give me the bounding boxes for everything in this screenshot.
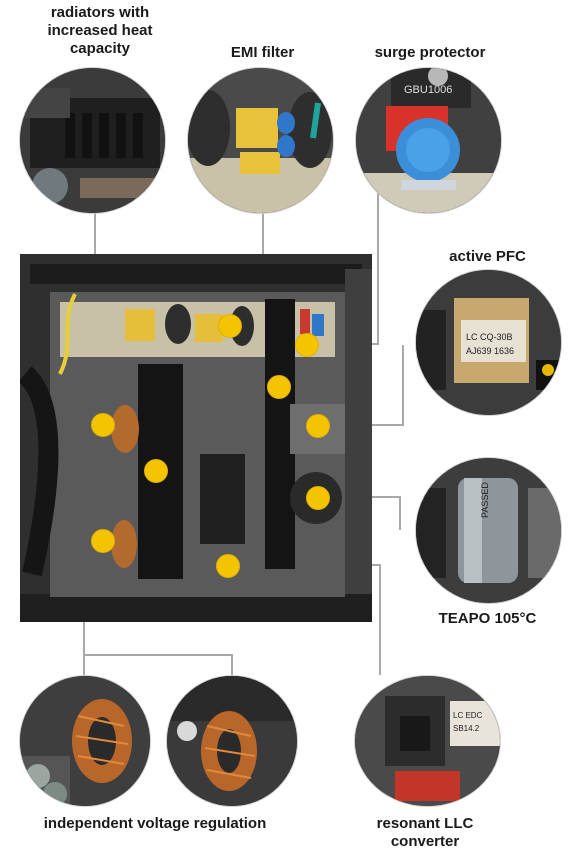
label-emi-filter: EMI filter xyxy=(230,44,295,61)
svg-text:LC CQ-30B: LC CQ-30B xyxy=(466,332,513,342)
marker-emi xyxy=(218,314,242,338)
photo-voltage-regulation-1 xyxy=(20,676,150,806)
marker-radiators xyxy=(267,375,291,399)
photo-radiators xyxy=(20,68,165,213)
label-surge-protector: surge protector xyxy=(374,44,486,61)
marker-llc xyxy=(216,554,240,578)
label-radiators: radiators with increased heat capacity xyxy=(47,4,153,57)
svg-text:PASSED: PASSED xyxy=(480,482,490,518)
marker-voltage-1 xyxy=(91,413,115,437)
label-llc-converter: resonant LLC converter xyxy=(376,815,474,850)
marker-heatsink xyxy=(144,459,168,483)
marker-voltage-2 xyxy=(91,529,115,553)
psu-board-image xyxy=(17,254,372,622)
svg-text:AJ639 1636: AJ639 1636 xyxy=(466,346,514,356)
photo-emi-filter xyxy=(188,68,333,213)
marker-pfc xyxy=(306,414,330,438)
photo-teapo-capacitor: PASSED xyxy=(416,458,561,603)
svg-text:LC EDC: LC EDC xyxy=(453,711,483,720)
marker-teapo xyxy=(306,486,330,510)
label-teapo: TEAPO 105°C xyxy=(438,610,537,627)
photo-voltage-regulation-2 xyxy=(167,676,297,806)
line-voltage-3 xyxy=(84,654,233,676)
label-active-pfc: active PFC xyxy=(449,248,526,265)
label-voltage-regulation: independent voltage regulation xyxy=(43,815,267,832)
photo-active-pfc: LC CQ-30B AJ639 1636 xyxy=(416,270,561,415)
svg-text:GBU1006: GBU1006 xyxy=(404,84,452,96)
photo-surge-protector: GBU1006 xyxy=(356,68,501,213)
svg-text:SB14.2: SB14.2 xyxy=(453,724,480,733)
photo-llc-converter: LC EDC SB14.2 xyxy=(355,676,500,806)
marker-surge xyxy=(295,333,319,357)
